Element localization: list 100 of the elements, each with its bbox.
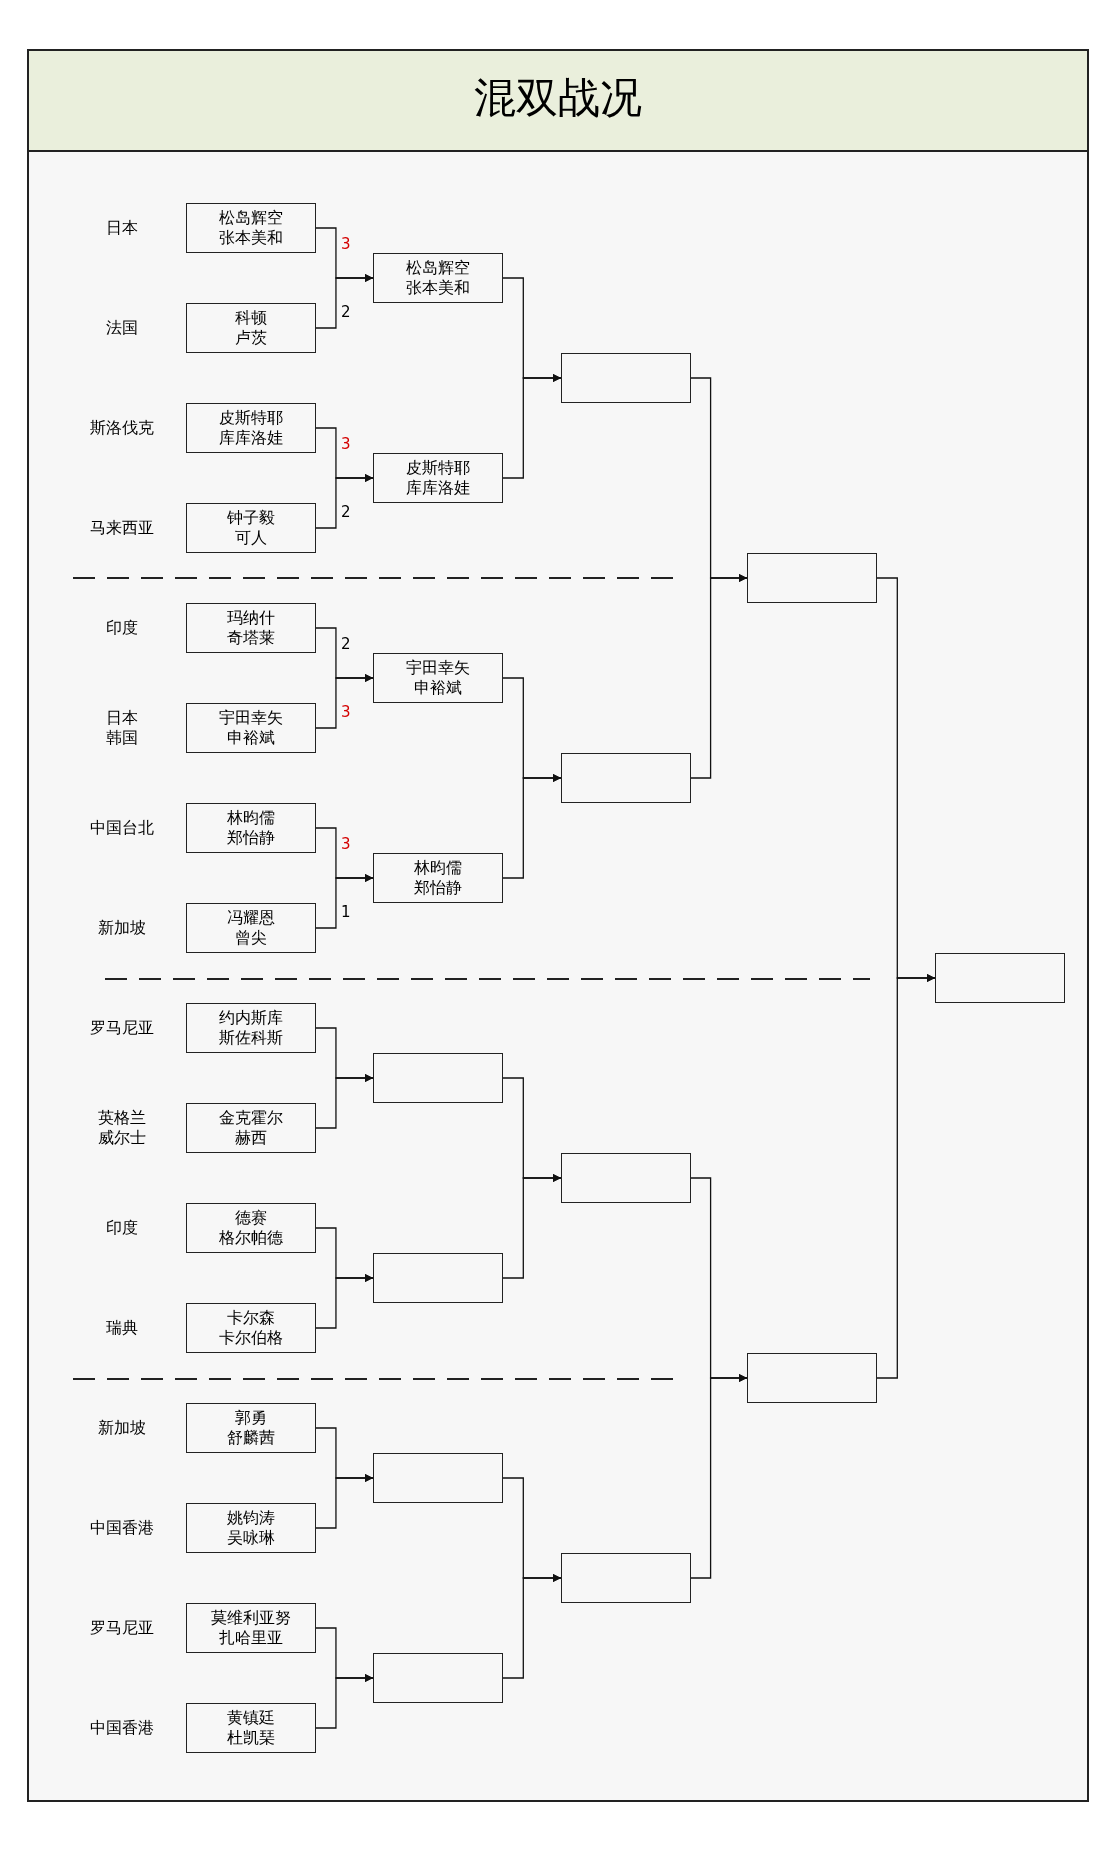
player-name: 斯佐科斯 — [219, 1028, 283, 1048]
player-name: 宇田幸矢 — [406, 658, 470, 678]
player-name: 杜凯琹 — [227, 1728, 275, 1748]
player-name: 卡尔森 — [227, 1308, 275, 1328]
country-label: 罗马尼亚 — [89, 1018, 155, 1038]
country-label: 罗马尼亚 — [89, 1618, 155, 1638]
empty-team-box — [747, 553, 877, 603]
player-name: 扎哈里亚 — [219, 1628, 283, 1648]
bracket-connector — [315, 874, 374, 929]
empty-team-box — [561, 1153, 691, 1203]
player-name: 奇塔莱 — [227, 628, 275, 648]
player-name: 皮斯特耶 — [219, 408, 283, 428]
player-name: 卢茨 — [235, 328, 267, 348]
player-name: 舒麟茜 — [227, 1428, 275, 1448]
empty-team-box — [561, 753, 691, 803]
player-name: 张本美和 — [219, 228, 283, 248]
bracket-connector — [690, 1374, 748, 1579]
player-name: 申裕斌 — [227, 728, 275, 748]
player-name: 可人 — [235, 528, 267, 548]
team-box — [186, 1303, 316, 1353]
player-name: 黄镇廷 — [227, 1708, 275, 1728]
team-box — [373, 453, 503, 503]
bracket-connector — [502, 374, 562, 479]
score-label: 3 — [339, 704, 352, 720]
player-name: 松岛辉空 — [219, 208, 283, 228]
player-name: 皮斯特耶 — [406, 458, 470, 478]
team-box — [373, 653, 503, 703]
team-box — [186, 903, 316, 953]
player-name: 莫维利亚努 — [211, 1608, 291, 1628]
empty-team-box — [935, 953, 1065, 1003]
country-label: 中国香港 — [89, 1718, 155, 1738]
team-box — [186, 303, 316, 353]
player-name: 吴咏琳 — [227, 1528, 275, 1548]
team-box — [186, 603, 316, 653]
country-label: 英格兰 — [97, 1108, 147, 1128]
bracket-connector — [502, 1174, 562, 1279]
player-name: 冯耀恩 — [227, 908, 275, 928]
team-box — [186, 703, 316, 753]
team-box — [186, 503, 316, 553]
country-label: 日本 — [105, 218, 139, 238]
bracket-connector — [315, 1074, 374, 1129]
player-name: 库库洛娃 — [406, 478, 470, 498]
player-name: 张本美和 — [406, 278, 470, 298]
country-label: 新加坡 — [97, 918, 147, 938]
country-label: 瑞典 — [105, 1318, 139, 1338]
team-box — [186, 1403, 316, 1453]
player-name: 姚钧涛 — [227, 1508, 275, 1528]
score-label: 3 — [339, 836, 352, 852]
team-box — [373, 253, 503, 303]
score-label: 3 — [339, 436, 352, 452]
bracket-connector — [315, 674, 374, 729]
team-box — [373, 853, 503, 903]
player-name: 郑怡静 — [227, 828, 275, 848]
country-label: 印度 — [105, 618, 139, 638]
bracket-connector — [690, 574, 748, 779]
score-label: 2 — [339, 504, 352, 520]
team-box — [186, 1703, 316, 1753]
player-name: 约内斯库 — [219, 1008, 283, 1028]
country-label: 印度 — [105, 1218, 139, 1238]
player-name: 钟子毅 — [227, 508, 275, 528]
player-name: 林昀儒 — [227, 808, 275, 828]
team-box — [186, 403, 316, 453]
player-name: 林昀儒 — [414, 858, 462, 878]
score-label: 2 — [339, 304, 352, 320]
empty-team-box — [373, 1453, 503, 1503]
country-label: 日本 — [105, 708, 139, 728]
player-name: 格尔帕德 — [219, 1228, 283, 1248]
bracket-connector — [315, 474, 374, 529]
country-label: 斯洛伐克 — [89, 418, 155, 438]
team-box — [186, 203, 316, 253]
country-label: 新加坡 — [97, 1418, 147, 1438]
bracket-connector — [315, 274, 374, 329]
country-label: 韩国 — [105, 728, 139, 748]
country-label: 法国 — [105, 318, 139, 338]
player-name: 库库洛娃 — [219, 428, 283, 448]
empty-team-box — [373, 1653, 503, 1703]
bracket-connector — [502, 1574, 562, 1679]
bracket-connector — [315, 1274, 374, 1329]
country-label: 马来西亚 — [89, 518, 155, 538]
score-label: 3 — [339, 236, 352, 252]
country-label: 中国台北 — [89, 818, 155, 838]
empty-team-box — [561, 353, 691, 403]
title: 混双战况 — [473, 73, 643, 123]
empty-team-box — [373, 1053, 503, 1103]
bracket-connector — [502, 774, 562, 879]
team-box — [186, 1103, 316, 1153]
player-name: 宇田幸矢 — [219, 708, 283, 728]
score-label: 2 — [339, 636, 352, 652]
empty-team-box — [561, 1553, 691, 1603]
bracket-connector — [315, 1474, 374, 1529]
team-box — [186, 1003, 316, 1053]
empty-team-box — [747, 1353, 877, 1403]
empty-team-box — [373, 1253, 503, 1303]
score-label: 1 — [339, 904, 352, 920]
bracket-connector — [876, 974, 936, 1379]
player-name: 卡尔伯格 — [219, 1328, 283, 1348]
player-name: 赫西 — [235, 1128, 267, 1148]
team-box — [186, 1603, 316, 1653]
player-name: 郭勇 — [235, 1408, 267, 1428]
country-label: 中国香港 — [89, 1518, 155, 1538]
